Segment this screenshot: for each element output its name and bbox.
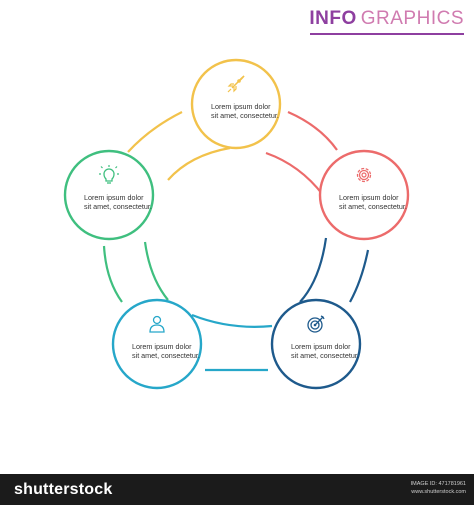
title-strong: INFO xyxy=(309,8,357,29)
node-left-text: Lorem ipsum dolor sit amet, consectetur. xyxy=(84,193,152,212)
outer-arc-green xyxy=(102,245,123,303)
node-circle-navy xyxy=(270,298,362,390)
inner-arc-red xyxy=(265,151,324,196)
node-circle-green xyxy=(63,149,155,241)
outer-arc-navy xyxy=(349,249,370,303)
shutterstock-logo: shutterstock xyxy=(14,481,113,498)
node-bottom-left: Lorem ipsum dolor sit amet, consectetur. xyxy=(114,312,200,360)
node-circle-yellow xyxy=(190,58,282,150)
cycle-diagram xyxy=(63,58,410,390)
node-circle-teal xyxy=(111,298,203,390)
rocket-icon xyxy=(193,72,279,96)
target-icon xyxy=(273,312,359,336)
outer-arc-yellow xyxy=(127,111,183,153)
footer-bar: shutterstock IMAGE ID: 471781961 www.shu… xyxy=(0,474,474,505)
title-underline xyxy=(310,33,464,35)
image-id-text: IMAGE ID: 471781961 xyxy=(410,481,466,487)
gear-icon xyxy=(321,163,407,187)
node-bottom-left-text: Lorem ipsum dolor sit amet, consectetur. xyxy=(132,342,200,361)
node-right: Lorem ipsum dolor sit amet, consectetur. xyxy=(321,163,407,211)
title-light: GRAPHICS xyxy=(360,8,464,29)
footer-meta: IMAGE ID: 471781961 www.shutterstock.com xyxy=(411,480,466,496)
node-top: Lorem ipsum dolor sit amet, consectetur. xyxy=(193,72,279,120)
node-bottom-right: Lorem ipsum dolor sit amet, consectetur. xyxy=(273,312,359,360)
node-right-text: Lorem ipsum dolor sit amet, consectetur. xyxy=(339,193,407,212)
inner-arc-yellow xyxy=(167,146,231,181)
site-url-text: www.shutterstock.com xyxy=(411,489,466,495)
inner-arc-green xyxy=(143,241,169,301)
node-bottom-right-text: Lorem ipsum dolor sit amet, consectetur. xyxy=(291,342,359,361)
lightbulb-icon xyxy=(66,163,152,187)
outer-arc-red xyxy=(287,110,338,151)
node-top-text: Lorem ipsum dolor sit amet, consectetur. xyxy=(211,102,279,121)
inner-arc-navy xyxy=(299,237,328,303)
person-icon xyxy=(114,312,200,336)
inner-arc-teal xyxy=(191,313,273,328)
node-circle-red xyxy=(318,149,410,241)
node-left: Lorem ipsum dolor sit amet, consectetur. xyxy=(66,163,152,211)
